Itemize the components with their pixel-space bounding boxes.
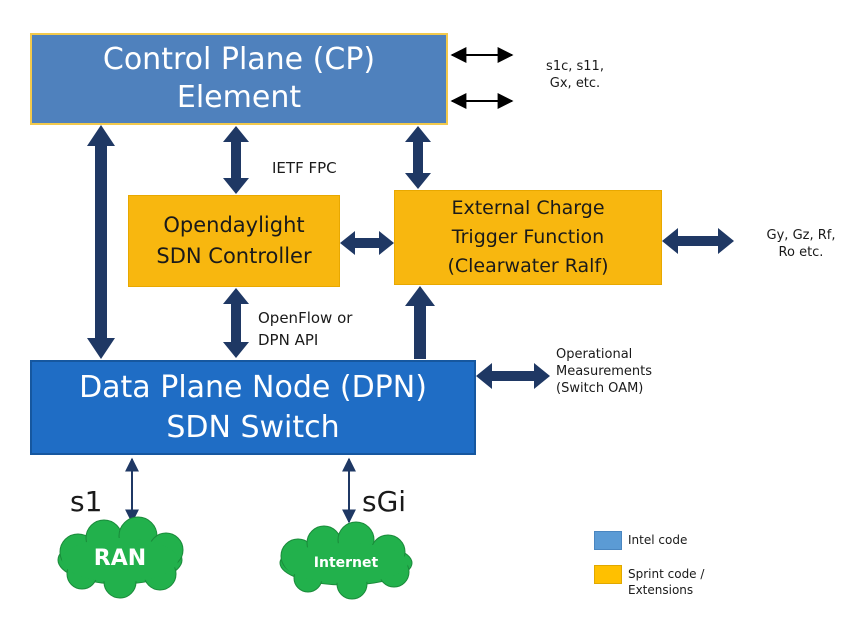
legend-intel-swatch: [594, 531, 622, 550]
sgi-label: sGi: [362, 485, 407, 518]
openflow-label-line-1: OpenFlow or: [258, 309, 353, 327]
openflow-label: OpenFlow or DPN API: [258, 307, 352, 351]
ietf-fpc-label: IETF FPC: [272, 159, 337, 177]
ect-external-label-line-2: Ro etc.: [778, 245, 824, 260]
ect-external-arrow: [662, 228, 734, 254]
ran-label: RAN: [93, 546, 147, 571]
ect-external-label: Gy, Gz, Rf, Ro etc.: [756, 227, 846, 261]
cp-external-label: s1c, s11, Gx, etc.: [540, 58, 610, 92]
odl-ect-arrow: [340, 231, 394, 255]
control-plane-title: Control Plane (CP): [102, 42, 376, 77]
cp-external-label-line-2: Gx, etc.: [549, 76, 601, 91]
ran-cloud: [57, 516, 184, 599]
ect-line-1: External Charge: [451, 197, 605, 219]
oam-label-line-1: Operational: [556, 347, 633, 362]
odl-dpn-arrow: [223, 288, 249, 358]
dpn-oam-arrow: [476, 363, 550, 389]
legend-sprint-label-line-1: Sprint code /: [628, 567, 705, 581]
odl-line-2: SDN Controller: [156, 244, 312, 268]
odl-line-1: Opendaylight: [163, 213, 305, 237]
legend-sprint-label-line-2: Extensions: [628, 583, 694, 597]
data-plane-node-box: Data Plane Node (DPN) SDN Switch: [30, 360, 476, 455]
legend-sprint-swatch: [594, 565, 622, 584]
cp-ect-arrow: [405, 126, 431, 189]
control-plane-box: Control Plane (CP) Element: [30, 33, 448, 125]
cp-odl-arrow: [223, 126, 249, 194]
dpn-ect-arrow: [405, 286, 435, 359]
oam-label: Operational Measurements (Switch OAM): [556, 346, 652, 397]
charge-trigger-box: External Charge Trigger Function (Clearw…: [394, 190, 662, 285]
odl-controller-box: Opendaylight SDN Controller: [128, 195, 340, 287]
internet-cloud: [279, 521, 413, 600]
legend-intel-label: Intel code: [628, 533, 688, 547]
oam-label-line-2: Measurements: [556, 364, 653, 379]
cp-external-label-line-1: s1c, s11,: [546, 59, 604, 74]
legend-sprint-label: Sprint code / Extensions: [628, 566, 704, 598]
dpn-line-1: Data Plane Node (DPN): [79, 369, 427, 405]
cp-dpn-arrow: [87, 125, 115, 359]
control-plane-subtitle: Element: [176, 80, 302, 115]
ect-line-2: Trigger Function: [451, 226, 605, 248]
internet-label: Internet: [313, 555, 379, 571]
openflow-label-line-2: DPN API: [258, 331, 319, 349]
oam-label-line-3: (Switch OAM): [556, 381, 644, 396]
ect-line-3: (Clearwater Ralf): [447, 255, 609, 277]
dpn-line-2: SDN Switch: [166, 409, 340, 445]
ect-external-label-line-1: Gy, Gz, Rf,: [766, 228, 836, 243]
s1-label: s1: [70, 485, 103, 518]
